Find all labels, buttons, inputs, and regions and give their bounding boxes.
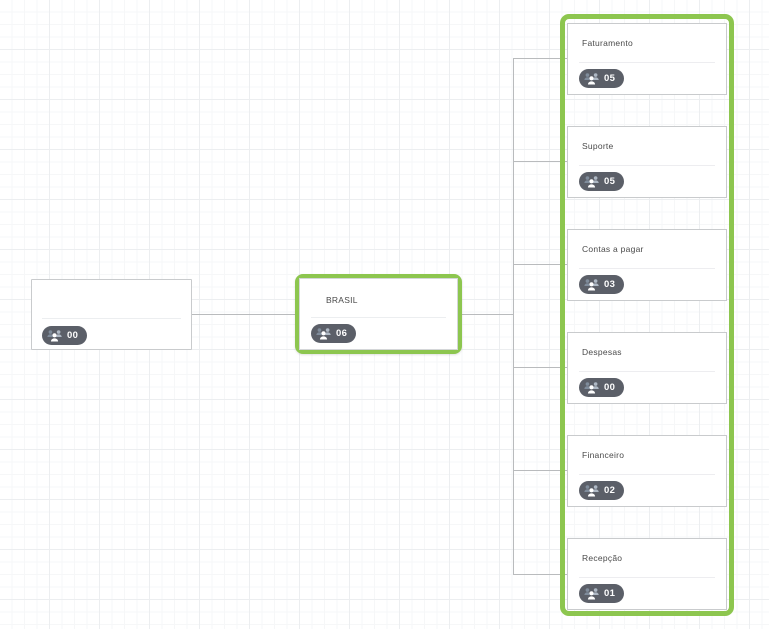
people-group-icon [584, 484, 599, 497]
node-suporte[interactable]: Suporte 05 [567, 126, 727, 198]
group-selection-outline[interactable] [560, 14, 734, 616]
people-group-icon [584, 587, 599, 600]
people-group-icon [584, 381, 599, 394]
node-contas-a-pagar-member-count: 03 [604, 278, 616, 290]
node-brasil-member-badge[interactable]: 06 [311, 324, 357, 343]
connector-brasil-stub [461, 314, 514, 315]
people-group-icon [47, 329, 62, 342]
node-despesas-member-badge[interactable]: 00 [579, 378, 625, 397]
people-group-icon [584, 175, 599, 188]
node-faturamento[interactable]: Faturamento 05 [567, 23, 727, 95]
node-faturamento-member-badge[interactable]: 05 [579, 69, 625, 88]
node-contas-a-pagar[interactable]: Contas a pagar 03 [567, 229, 727, 301]
node-despesas-title: Despesas [582, 347, 622, 357]
node-faturamento-member-count: 05 [604, 72, 616, 84]
node-faturamento-divider [579, 62, 715, 63]
node-recepcao-member-count: 01 [604, 587, 616, 599]
node-root[interactable]: 00 [31, 279, 192, 350]
connector-to-financeiro [513, 470, 567, 471]
node-brasil[interactable]: BRASIL 06 [295, 274, 462, 354]
node-root-divider [42, 318, 181, 319]
node-recepcao[interactable]: Recepção 01 [567, 538, 727, 610]
connector-to-faturamento [513, 58, 567, 59]
node-recepcao-title: Recepção [582, 553, 623, 563]
node-recepcao-member-badge[interactable]: 01 [579, 584, 625, 603]
connector-to-contas-a-pagar [513, 264, 567, 265]
node-despesas-member-count: 00 [604, 381, 616, 393]
node-suporte-divider [579, 165, 715, 166]
people-group-icon [584, 278, 599, 291]
connector-to-recepcao [513, 574, 567, 575]
node-financeiro-title: Financeiro [582, 450, 625, 460]
node-suporte-member-badge[interactable]: 05 [579, 172, 625, 191]
node-contas-a-pagar-title: Contas a pagar [582, 244, 644, 254]
people-group-icon [584, 72, 599, 85]
node-brasil-member-count: 06 [336, 327, 348, 339]
node-contas-a-pagar-divider [579, 268, 715, 269]
node-financeiro[interactable]: Financeiro 02 [567, 435, 727, 507]
connector-root-to-brasil [192, 314, 296, 315]
node-financeiro-divider [579, 474, 715, 475]
node-financeiro-member-badge[interactable]: 02 [579, 481, 625, 500]
node-root-member-badge[interactable]: 00 [42, 326, 88, 345]
node-brasil-title: BRASIL [326, 295, 358, 305]
connector-children-trunk [513, 58, 514, 575]
node-faturamento-title: Faturamento [582, 38, 633, 48]
node-root-member-count: 00 [67, 329, 79, 341]
node-recepcao-divider [579, 577, 715, 578]
node-despesas[interactable]: Despesas 00 [567, 332, 727, 404]
connector-to-suporte [513, 161, 567, 162]
node-suporte-member-count: 05 [604, 175, 616, 187]
node-financeiro-member-count: 02 [604, 484, 616, 496]
node-suporte-title: Suporte [582, 141, 614, 151]
connector-to-despesas [513, 367, 567, 368]
node-brasil-divider [311, 317, 446, 318]
node-despesas-divider [579, 371, 715, 372]
node-contas-a-pagar-member-badge[interactable]: 03 [579, 275, 625, 294]
people-group-icon [316, 327, 331, 340]
